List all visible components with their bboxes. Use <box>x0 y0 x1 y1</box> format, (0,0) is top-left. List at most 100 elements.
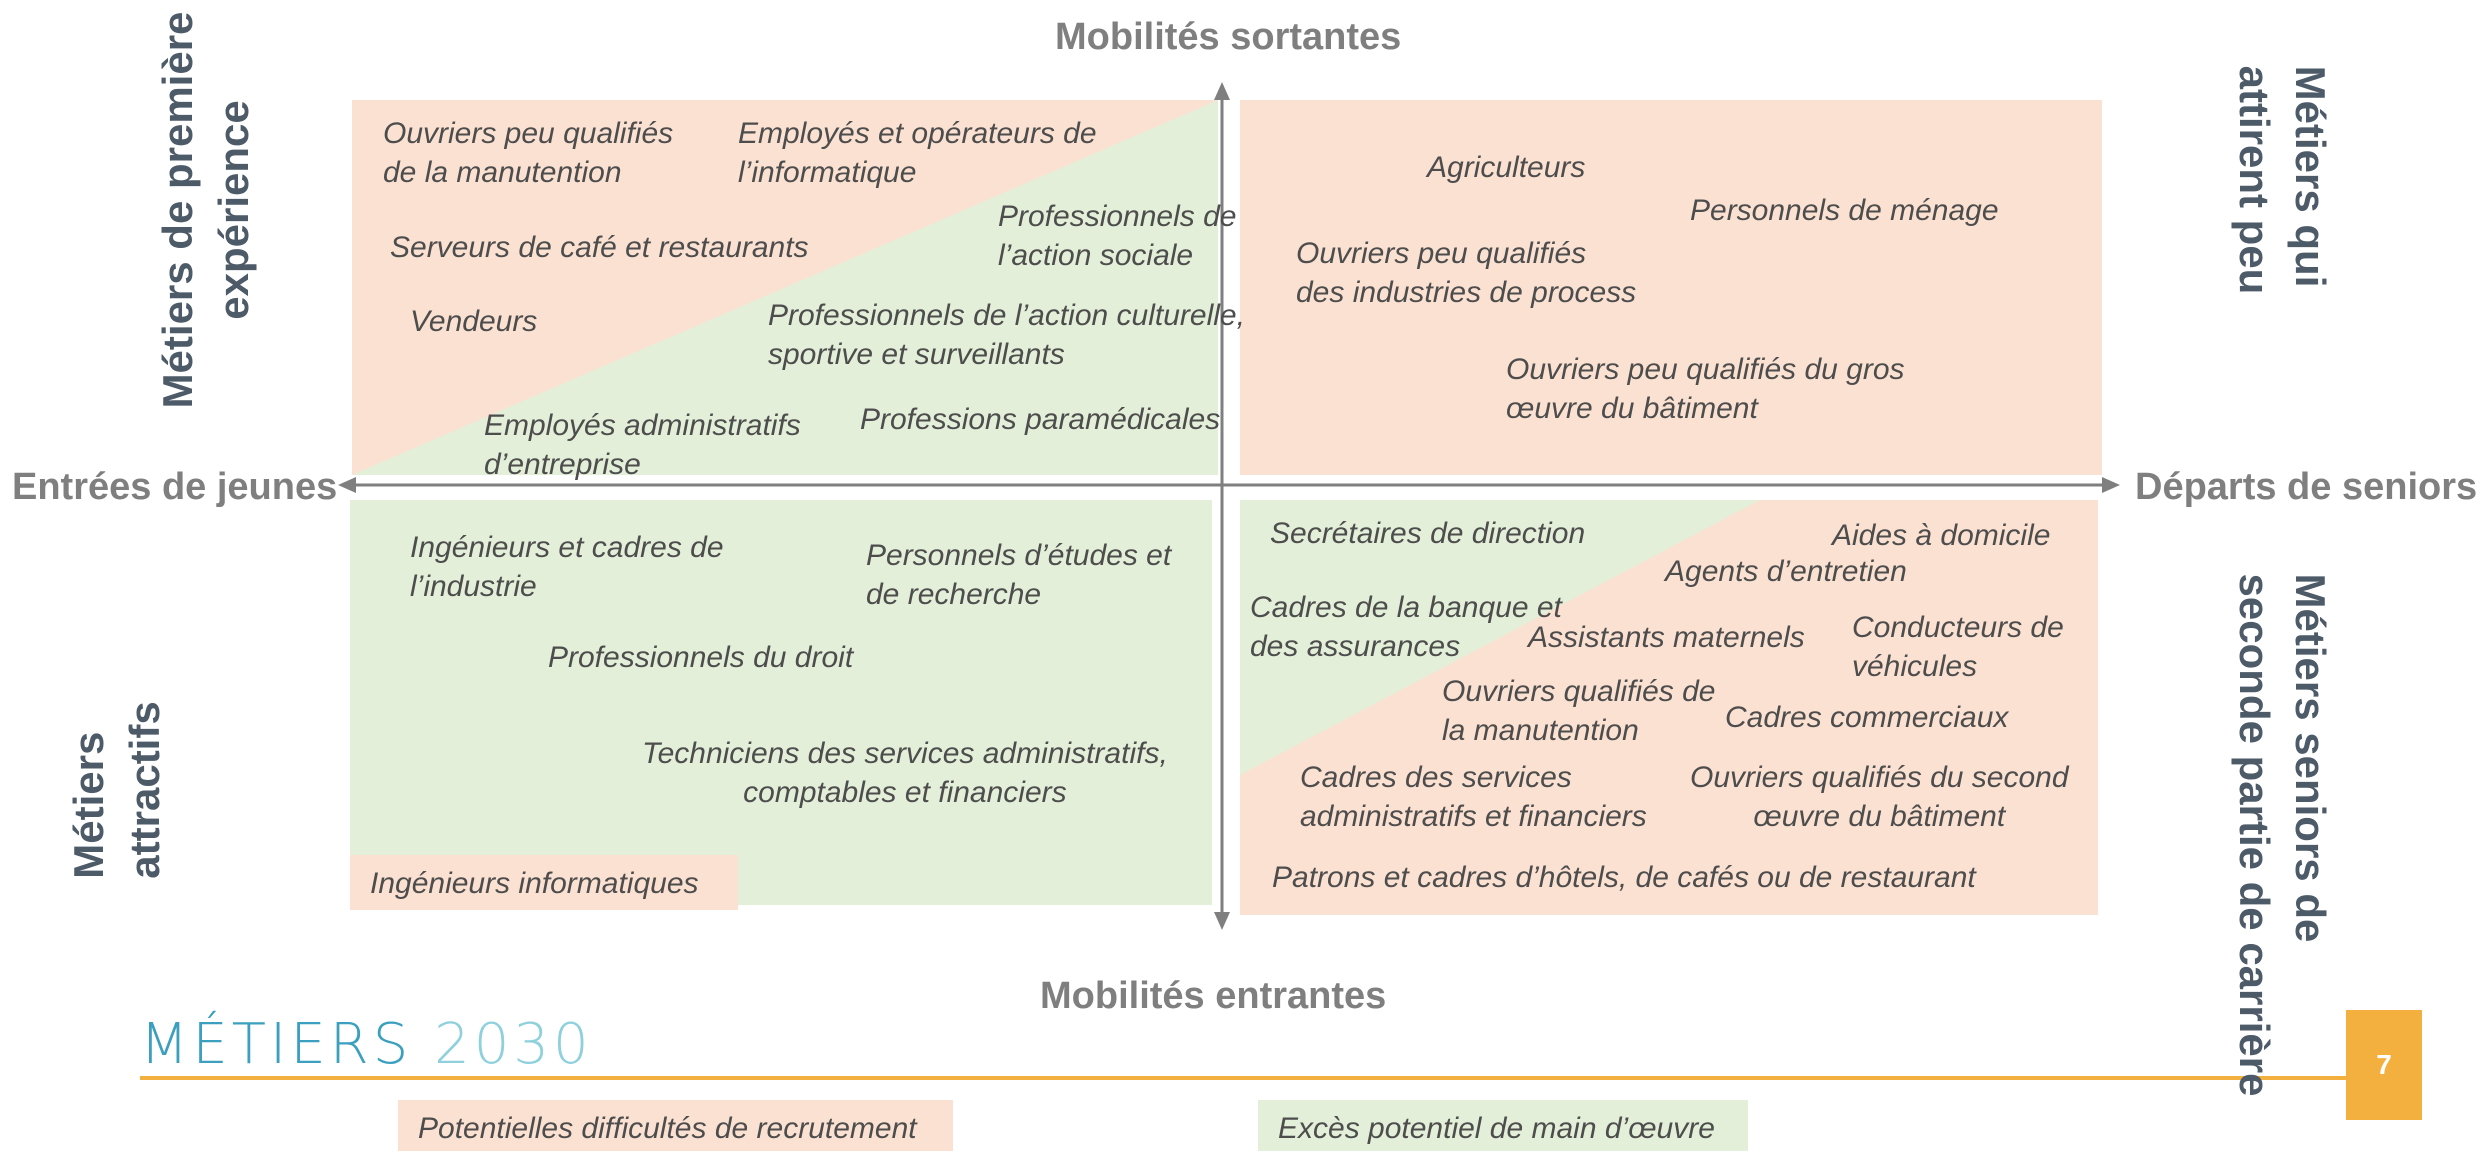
job-label-line: Ouvriers qualifiés de <box>1442 675 1716 708</box>
legend-difficulties: Potentielles difficultés de recrutement <box>398 1100 953 1151</box>
quadrant-label-line: Métiers de première <box>154 11 201 409</box>
job-label-line: Cadres des services <box>1300 761 1572 794</box>
axis-arrow-down <box>1214 912 1230 930</box>
job-label-line: Patrons et cadres d’hôtels, de cafés ou … <box>1272 861 1976 894</box>
job-label: Employés et opérateurs de l’informatique <box>738 114 1097 192</box>
job-label: Ouvriers qualifiés du second œuvre du bât… <box>1690 758 2069 836</box>
quadrant-label-bottom-right: Métiers seniors de seconde partie de car… <box>2226 574 2338 1097</box>
bottom-left-salmon-box <box>350 855 738 910</box>
quadrant-label-line: expérience <box>210 100 257 320</box>
job-label: Employés administratifs d’entreprise <box>484 406 801 484</box>
job-label: Ouvriers peu qualifiés du gros œuvre du b… <box>1506 350 1905 428</box>
job-label: Secrétaires de direction <box>1270 514 1585 553</box>
job-label-line: Agriculteurs <box>1427 151 1586 184</box>
job-label-line: Ouvriers peu qualifiés <box>383 117 674 150</box>
job-label-line: Conducteurs de <box>1852 611 2064 644</box>
job-label: Ouvriers peu qualifiés de la manutention <box>383 114 673 192</box>
job-label-line: œuvre du bâtiment <box>1753 800 2006 833</box>
job-label-line: Secrétaires de direction <box>1270 517 1586 550</box>
axis-label-left: Entrées de jeunes <box>12 466 338 508</box>
quadrant-label-line: Métiers seniors de <box>2287 573 2334 943</box>
quadrant-label-top-right: Métiers qui attirent peu <box>2226 66 2338 295</box>
job-label-line: Professionnels de <box>998 200 1237 233</box>
job-label: Professions paramédicales <box>860 400 1220 439</box>
job-label: Vendeurs <box>410 302 537 341</box>
job-label-line: Personnels de ménage <box>1690 194 1999 227</box>
job-label-line: administratifs et financiers <box>1300 800 1647 833</box>
job-label: Professionnels de l’action culturelle, sp… <box>768 296 1245 374</box>
job-label-line: Employés et opérateurs de <box>738 117 1097 150</box>
top-right-salmon-area <box>1240 100 2102 475</box>
job-label: Assistants maternels <box>1528 618 1805 657</box>
quadrant-label-bottom-left: Métiers attractifs <box>61 701 173 878</box>
job-label: Techniciens des services administratifs,… <box>642 734 1168 812</box>
job-label-line: Ouvriers peu qualifiés du gros <box>1506 353 1905 386</box>
job-label-line: comptables et financiers <box>743 776 1067 809</box>
job-label-line: Ingénieurs et cadres de <box>410 531 724 564</box>
job-label-line: Employés administratifs <box>484 409 801 442</box>
job-label-line: l’informatique <box>738 156 917 189</box>
quadrant-label-line: seconde partie de carrière <box>2231 573 2278 1097</box>
job-label-line: Agents d’entretien <box>1665 555 1907 588</box>
job-label-line: Professions paramédicales <box>860 403 1221 436</box>
job-label-line: véhicules <box>1852 650 1978 683</box>
job-label-line: Cadres commerciaux <box>1725 701 2009 734</box>
job-label: Aides à domicile <box>1832 516 2050 555</box>
axis-label-bottom: Mobilités entrantes <box>1040 975 1387 1017</box>
job-label-line: la manutention <box>1442 714 1639 747</box>
logo-part-1: MÉTIERS <box>140 1012 413 1077</box>
job-label-line: l’action sociale <box>998 239 1194 272</box>
metiers-2030-logo: MÉTIERS 2030 <box>140 1012 593 1077</box>
job-label: Cadres commerciaux <box>1725 698 2008 737</box>
bottom-left-green-area <box>350 500 1212 905</box>
quadrant-label-line: attirent peu <box>2231 65 2278 295</box>
job-label-line: Ingénieurs informatiques <box>370 867 699 900</box>
job-label-line: Professionnels de l’action culturelle, <box>768 299 1245 332</box>
job-label-line: des assurances <box>1250 630 1461 663</box>
job-label: Cadres de la banque et des assurances <box>1250 588 1562 666</box>
job-label-line: l’industrie <box>410 570 537 603</box>
job-label-line: de recherche <box>866 578 1042 611</box>
job-label-line: œuvre du bâtiment <box>1506 392 1758 425</box>
job-label-line: Cadres de la banque et <box>1250 591 1562 624</box>
job-label: Cadres des services administratifs et fin… <box>1300 758 1647 836</box>
legend-excess: Excès potentiel de main d’œuvre <box>1258 1100 1748 1151</box>
job-label: Ouvriers qualifiés de la manutention <box>1442 672 1715 750</box>
quadrant-label-line: attractifs <box>121 701 168 879</box>
job-label: Ingénieurs et cadres de l’industrie <box>410 528 724 606</box>
job-label: Serveurs de café et restaurants <box>390 228 809 267</box>
job-label-line: Ouvriers peu qualifiés <box>1296 237 1587 270</box>
job-label-line: Vendeurs <box>410 305 538 338</box>
job-label-line: de la manutention <box>383 156 622 189</box>
job-label: Conducteurs de véhicules <box>1852 608 2064 686</box>
axis-arrow-left <box>338 477 356 493</box>
job-label: Agents d’entretien <box>1665 552 1907 591</box>
job-label: Personnels de ménage <box>1690 191 1999 230</box>
job-label-line: sportive et surveillants <box>768 338 1065 371</box>
quadrant-label-line: Métiers <box>65 731 112 879</box>
job-label-line: Techniciens des services administratifs, <box>642 737 1168 770</box>
axis-arrow-up <box>1214 82 1230 100</box>
job-label-line: Aides à domicile <box>1832 519 2051 552</box>
job-label-line: Serveurs de café et restaurants <box>390 231 809 264</box>
job-label: Agriculteurs <box>1427 148 1585 187</box>
axis-arrow-right <box>2102 477 2120 493</box>
bottom-right-green-triangle <box>1240 500 1760 775</box>
logo-part-2: 2030 <box>434 1012 593 1077</box>
quadrant-label-top-left: Métiers de première expérience <box>150 12 262 409</box>
axis-label-right: Départs de seniors <box>2135 466 2478 508</box>
job-label-line: des industries de process <box>1296 276 1637 309</box>
quadrant-label-line: Métiers qui <box>2287 65 2334 288</box>
job-label: Professionnels de l’action sociale <box>998 197 1236 275</box>
job-label: Patrons et cadres d’hôtels, de cafés ou … <box>1272 858 1976 897</box>
job-label: Professionnels du droit <box>548 638 853 677</box>
page-number: 7 <box>2346 1010 2422 1120</box>
job-label: Ingénieurs informatiques <box>370 864 699 903</box>
job-label-line: d’entreprise <box>484 448 641 481</box>
job-label-line: Assistants maternels <box>1528 621 1805 654</box>
axis-label-top: Mobilités sortantes <box>1055 16 1402 58</box>
job-label-line: Ouvriers qualifiés du second <box>1690 761 2069 794</box>
job-label-line: Professionnels du droit <box>548 641 854 674</box>
